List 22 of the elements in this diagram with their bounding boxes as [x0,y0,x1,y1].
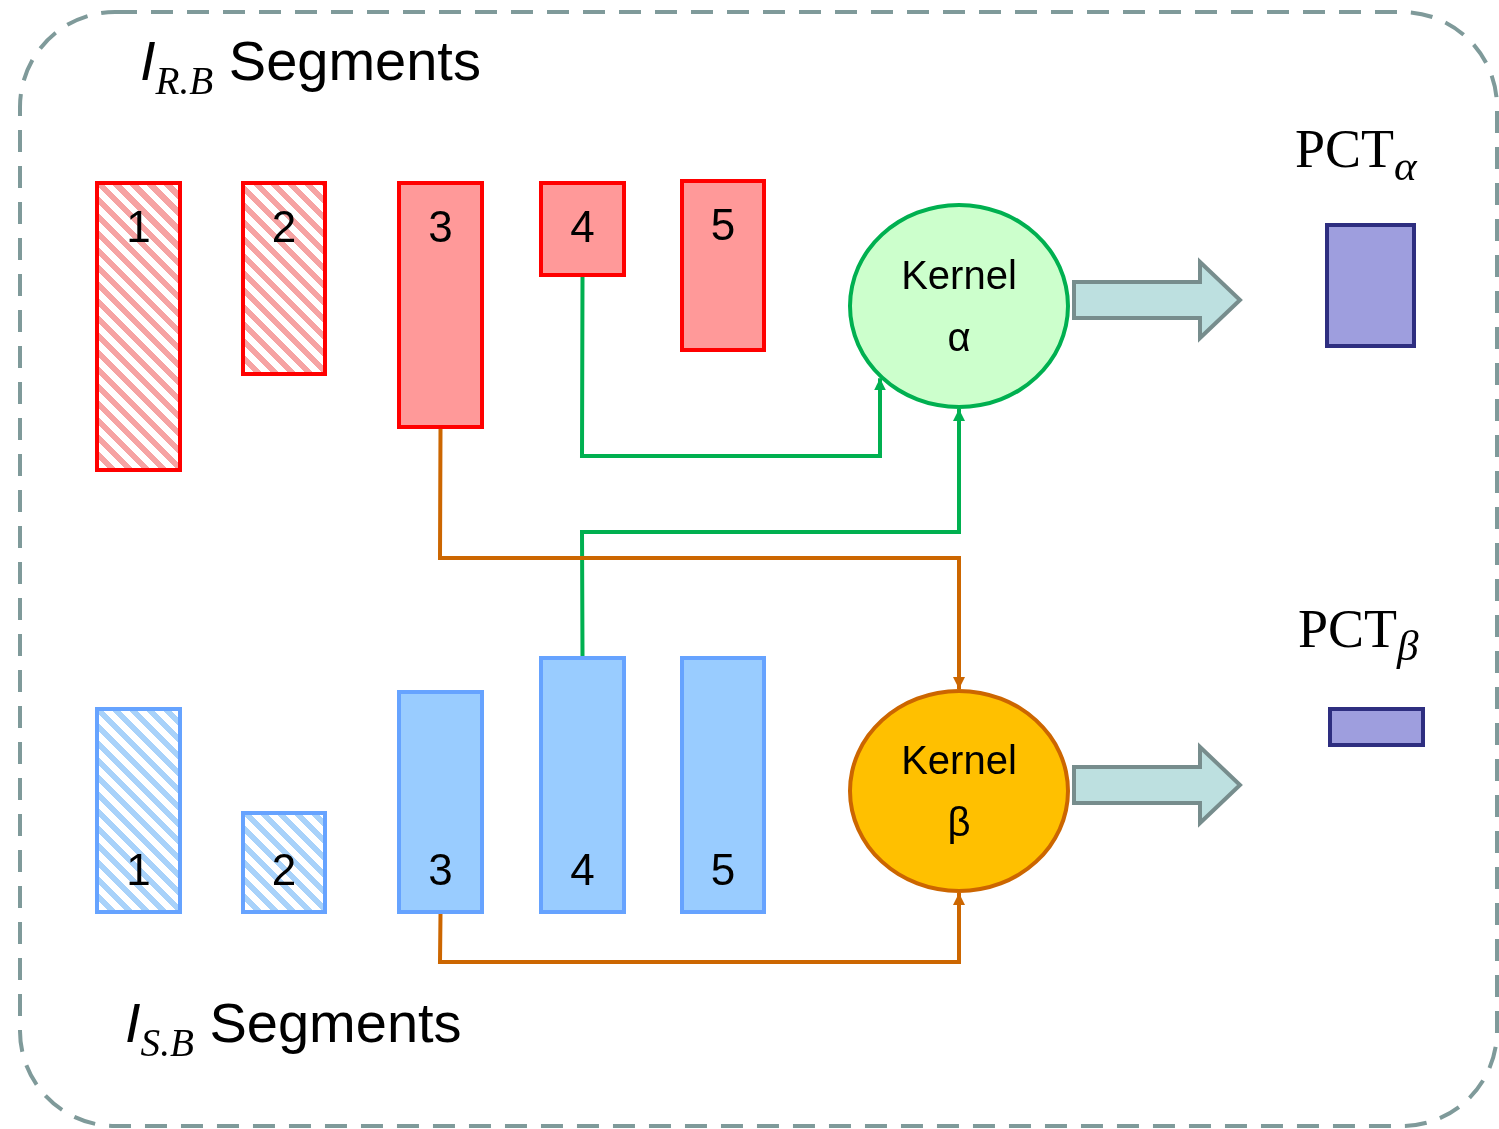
connector-arrow [580,409,965,656]
segment-bar: 3 [397,690,484,914]
block-arrow [1072,742,1243,828]
output-heading: PCT$_{α}$ [1295,118,1417,190]
segments-heading: I$_{R.B}$ Segments [140,28,481,103]
output-heading: PCT$_{β}$ [1298,598,1419,670]
segment-bar: 3 [397,181,484,429]
segments-heading: I$_{S.B}$ Segments [125,990,462,1065]
kernel-label: Kernel α [900,252,1018,361]
segment-bar: 4 [539,181,626,277]
segment-bar: 4 [539,656,626,914]
connector-arrow [580,277,886,458]
segment-bar: 2 [241,181,327,376]
kernel-label: Kernel β [900,737,1018,846]
segment-bar: 1 [95,181,182,472]
block-arrow [1072,257,1243,343]
segment-bar: 5 [680,179,766,352]
segment-bar: 5 [680,656,766,914]
connector-arrow [437,893,965,964]
segment-bar: 2 [241,811,327,914]
connector-arrow [438,429,965,689]
segment-bar: 1 [95,707,182,914]
